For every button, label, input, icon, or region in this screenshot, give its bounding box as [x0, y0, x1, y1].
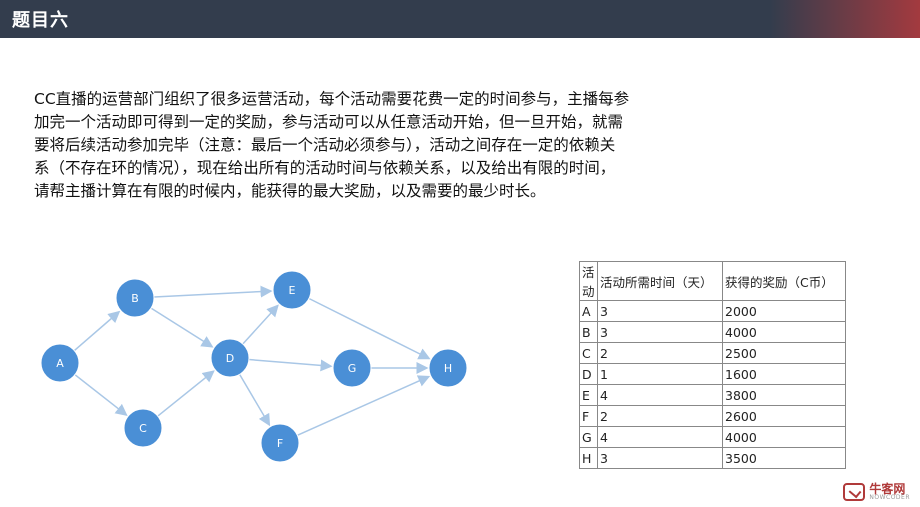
- node-e: [272, 270, 312, 310]
- node-label-d: D: [226, 352, 234, 365]
- cell-reward: 2600: [722, 405, 846, 427]
- cell-activity: G: [579, 426, 598, 448]
- node-label-h: H: [444, 362, 452, 375]
- problem-line: 请帮主播计算在有限的时候内，能获得的最大奖励，以及需要的最少时长。: [34, 182, 546, 200]
- problem-line: CC直播的运营部门组织了很多运营活动，每个活动需要花费一定的时间参与，主播每参: [34, 90, 630, 108]
- edge-b-e: [153, 285, 273, 298]
- edge-d-e: [242, 304, 279, 345]
- edge-f-h: [297, 375, 431, 436]
- column-header-time: 活动所需时间（天）: [597, 261, 723, 301]
- node-label-g: G: [348, 362, 357, 375]
- column-header-reward: 获得的奖励（C币）: [722, 261, 846, 301]
- node-d: [210, 338, 250, 378]
- brand-name-en: NOWCODER: [869, 494, 910, 501]
- edge-d-f: [238, 373, 271, 427]
- cell-reward: 1600: [722, 363, 846, 385]
- cell-reward: 2500: [722, 342, 846, 364]
- problem-line: 加完一个活动即可得到一定的奖励，参与活动可以从任意活动开始，但一旦开始，就需: [34, 113, 624, 131]
- edge-a-b: [73, 310, 121, 352]
- node-f: [260, 423, 300, 463]
- edge-d-g: [248, 358, 333, 372]
- node-c: [123, 408, 163, 448]
- node-label-b: B: [131, 292, 139, 305]
- node-label-a: A: [56, 357, 64, 370]
- edge-b-d: [150, 307, 214, 348]
- cell-activity: E: [579, 384, 598, 406]
- edge-a-c: [74, 374, 128, 416]
- nowcoder-logo: 牛客网 NOWCODER: [843, 483, 910, 501]
- cell-activity: D: [579, 363, 598, 385]
- nowcoder-logo-icon: [843, 483, 866, 501]
- node-label-f: F: [277, 437, 283, 450]
- node-label-c: C: [139, 422, 147, 435]
- cell-time: 4: [597, 426, 723, 448]
- edge-c-d: [157, 370, 215, 417]
- title-bar-accent: [770, 0, 920, 38]
- node-h: [428, 348, 468, 388]
- cell-time: 2: [597, 405, 723, 427]
- cell-reward: 4000: [722, 321, 846, 343]
- cell-time: 2: [597, 342, 723, 364]
- table-header-row: 活动 活动所需时间（天） 获得的奖励（C币）: [579, 261, 846, 301]
- node-label-e: E: [289, 284, 296, 297]
- cell-reward: 2000: [722, 300, 846, 322]
- brand-name-cn: 牛客网: [869, 482, 906, 496]
- cell-activity: B: [579, 321, 598, 343]
- node-g: [332, 348, 372, 388]
- cell-activity: A: [579, 300, 598, 322]
- node-b: [115, 278, 155, 318]
- slide-title: 题目六: [12, 10, 69, 31]
- cell-time: 3: [597, 300, 723, 322]
- cell-reward: 3500: [722, 447, 846, 469]
- edge-e-h: [308, 297, 431, 360]
- cell-time: 4: [597, 384, 723, 406]
- cell-time: 3: [597, 321, 723, 343]
- cell-activity: F: [579, 405, 598, 427]
- cell-activity: C: [579, 342, 598, 364]
- problem-line: 要将后续活动参加完毕（注意：最后一个活动必须参与），活动之间存在一定的依赖关: [34, 136, 616, 154]
- cell-reward: 4000: [722, 426, 846, 448]
- node-a: [40, 343, 80, 383]
- problem-line: 系（不存在环的情况），现在给出所有的活动时间与依赖关系，以及给出有限的时间，: [34, 159, 616, 177]
- problem-description: CC直播的运营部门组织了很多运营活动，每个活动需要花费一定的时间参与，主播每参 …: [34, 88, 864, 203]
- title-bar: 题目六: [0, 0, 920, 38]
- cell-activity: H: [579, 447, 598, 469]
- cell-time: 3: [597, 447, 723, 469]
- cell-time: 1: [597, 363, 723, 385]
- dependency-graph: A B C D E F G H: [40, 270, 468, 463]
- cell-reward: 3800: [722, 384, 846, 406]
- column-header-activity: 活动: [579, 261, 598, 301]
